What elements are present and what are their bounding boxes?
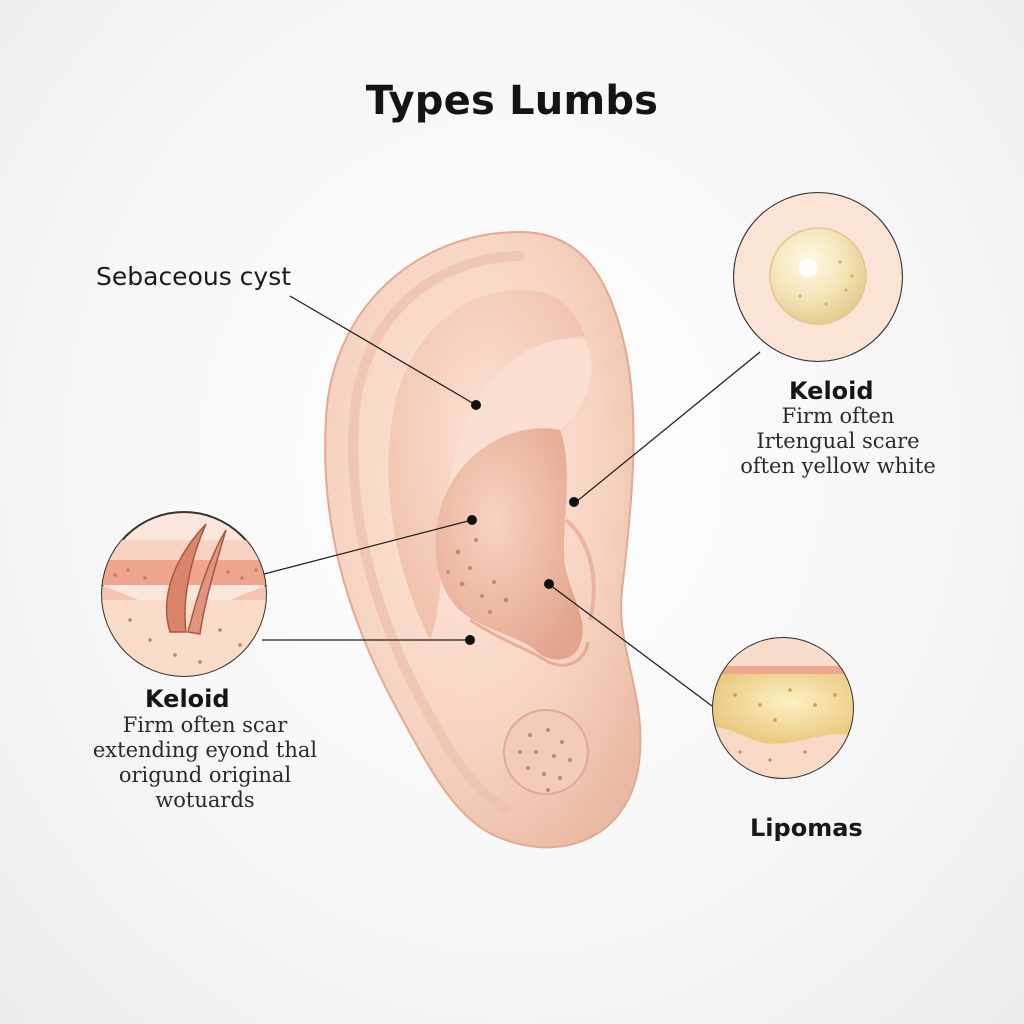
keloid-right-line-2: Irtengual scare <box>756 429 920 453</box>
keloid-right-label: Keloid <box>789 377 874 405</box>
lipoma-inset-icon <box>712 637 854 779</box>
helix-rim <box>348 251 525 813</box>
keloid-left-line-4: wotuards <box>155 788 255 812</box>
concha-spots <box>446 538 509 614</box>
cyst-inset-icon <box>733 192 903 362</box>
keloid-right-line-1: Firm often <box>781 404 895 428</box>
tragus <box>564 518 596 621</box>
earlobe-lump <box>503 709 589 795</box>
anchor-dots <box>465 400 579 645</box>
antitragus <box>469 618 590 667</box>
keloid-left-description: Firm often scar extending eyond thal ori… <box>70 713 340 813</box>
keloid-left-line-2: extending eyond thal <box>92 738 318 762</box>
leader-lines <box>262 295 761 707</box>
page-title: Types Lumbs <box>365 78 659 124</box>
ear-illustration <box>324 230 642 849</box>
keloid-left-line-1: Firm often scar <box>122 713 288 737</box>
keloid-right-description: Firm often Irtengual scare often yellow … <box>730 404 946 479</box>
keloid-left-label: Keloid <box>145 685 230 713</box>
sebaceous-cyst-label: Sebaceous cyst <box>96 262 292 291</box>
keloid-right-line-3: often yellow white <box>740 454 936 478</box>
keloid-left-line-3: origund original <box>118 763 292 787</box>
lipomas-label: Lipomas <box>750 814 863 842</box>
concha <box>435 428 583 660</box>
keloid-inset-icon <box>101 511 267 677</box>
